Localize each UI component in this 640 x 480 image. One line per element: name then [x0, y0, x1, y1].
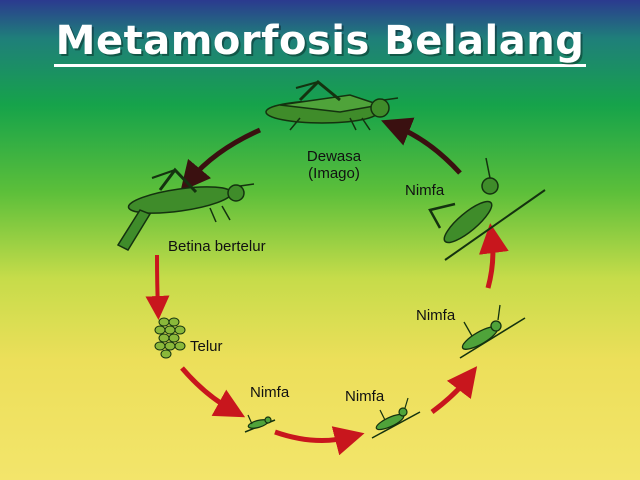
arrow-nymph1-to-nymph2 — [274, 426, 365, 456]
arrow-nymph3-to-nymph4 — [478, 223, 509, 289]
stage-label-adult-line1: Dewasa — [306, 148, 362, 165]
stage-label-female: Betina bertelur — [168, 238, 266, 255]
stage-label-nymph3: Nimfa — [416, 307, 456, 324]
page-title: Metamorfosis Belalang — [0, 18, 640, 67]
nymph-stage1-icon — [244, 414, 276, 433]
stage-label-eggs: Telur — [190, 338, 223, 355]
arrow-female-to-eggs — [145, 254, 170, 320]
arrow-nymph2-to-nymph3 — [430, 366, 478, 415]
stage-label-nymph4: Nimfa — [405, 182, 445, 199]
nymph-stage3-icon — [459, 304, 526, 359]
arrow-nymph4-to-adult — [381, 117, 462, 175]
stage-label-adult: Dewasa (Imago) — [298, 148, 370, 182]
stage-label-nymph1: Nimfa — [250, 384, 290, 401]
arrow-eggs-to-nymph1 — [180, 366, 246, 418]
female-grasshopper-icon — [116, 167, 255, 251]
nymph-stage2-icon — [371, 397, 421, 439]
adult-grasshopper-icon — [265, 79, 399, 131]
stage-label-nymph2: Nimfa — [345, 388, 385, 405]
page-title-text: Metamorfosis Belalang — [53, 18, 587, 67]
arrow-adult-to-female — [180, 127, 262, 192]
nymph-stage4-icon — [428, 157, 546, 261]
egg-cluster-icon — [154, 317, 186, 359]
stage-label-adult-line2: (Imago) — [308, 165, 360, 182]
